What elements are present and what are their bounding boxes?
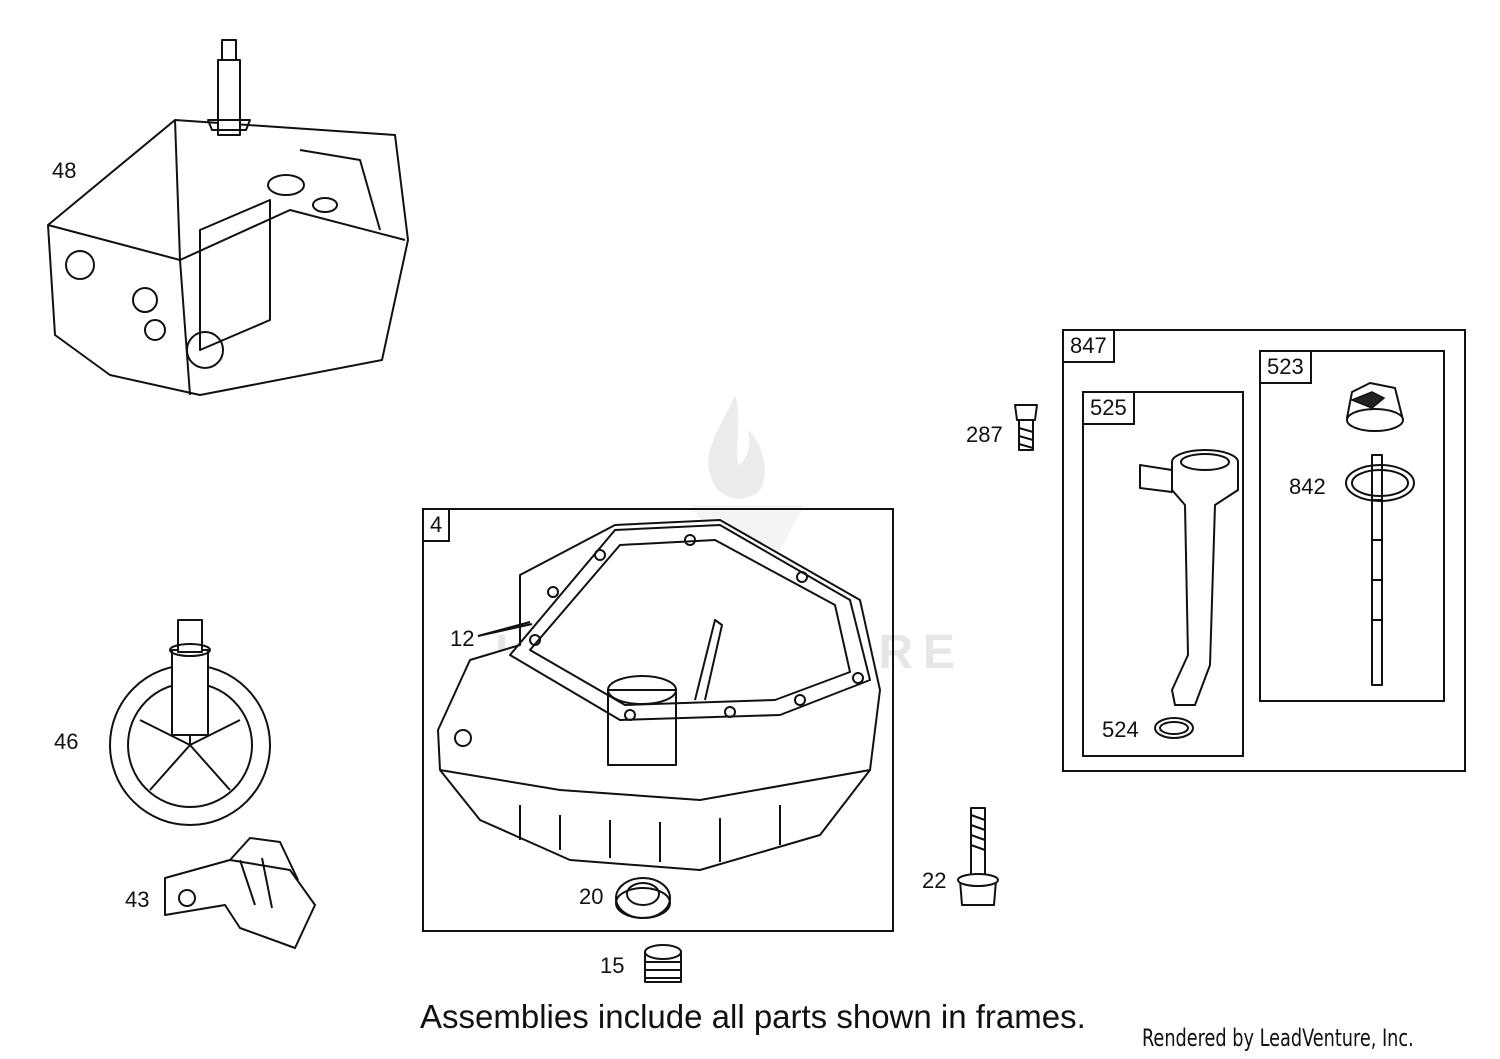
assemblies-note: Assemblies include all parts shown in fr… — [420, 998, 1086, 1035]
callout-22: 22 — [922, 868, 947, 893]
o-ring-part-842 — [1345, 464, 1415, 502]
frame-tag-523: 523 — [1261, 352, 1312, 385]
bolt-part-22 — [957, 807, 999, 906]
callout-20: 20 — [579, 884, 604, 909]
sump-housing-part-4 — [437, 519, 881, 871]
frame-tag-847: 847 — [1064, 331, 1115, 364]
callout-15: 15 — [600, 953, 625, 978]
callout-43: 43 — [125, 887, 150, 912]
governor-bracket-part-43 — [164, 837, 316, 949]
o-ring-part-524 — [1154, 717, 1194, 739]
render-credit: Rendered by LeadVenture, Inc. — [1142, 1024, 1414, 1052]
frame-tag-525: 525 — [1084, 393, 1135, 426]
camshaft-gear-part-46 — [109, 619, 271, 826]
bolt-part-287 — [1014, 404, 1038, 451]
engine-block-part-48 — [47, 39, 409, 396]
frame-assembly-523: 523 — [1259, 350, 1445, 702]
callout-842: 842 — [1289, 474, 1326, 499]
oil-seal-part-20 — [615, 877, 671, 919]
frame-assembly-525: 525 — [1082, 391, 1244, 757]
callout-12: 12 — [450, 626, 475, 651]
frame-tag-4: 4 — [424, 510, 451, 543]
dipstick-part-523 — [1346, 382, 1404, 686]
callout-48: 48 — [52, 158, 77, 183]
oil-fill-tube-part-525 — [1139, 449, 1239, 706]
callout-287: 287 — [966, 422, 1003, 447]
frame-assembly-847: 847 — [1062, 329, 1466, 772]
callout-524: 524 — [1102, 717, 1139, 742]
leader-line-12 — [477, 623, 533, 637]
frame-assembly-4: 4 — [422, 508, 894, 932]
drain-plug-part-15 — [644, 944, 682, 983]
callout-46: 46 — [54, 729, 79, 754]
